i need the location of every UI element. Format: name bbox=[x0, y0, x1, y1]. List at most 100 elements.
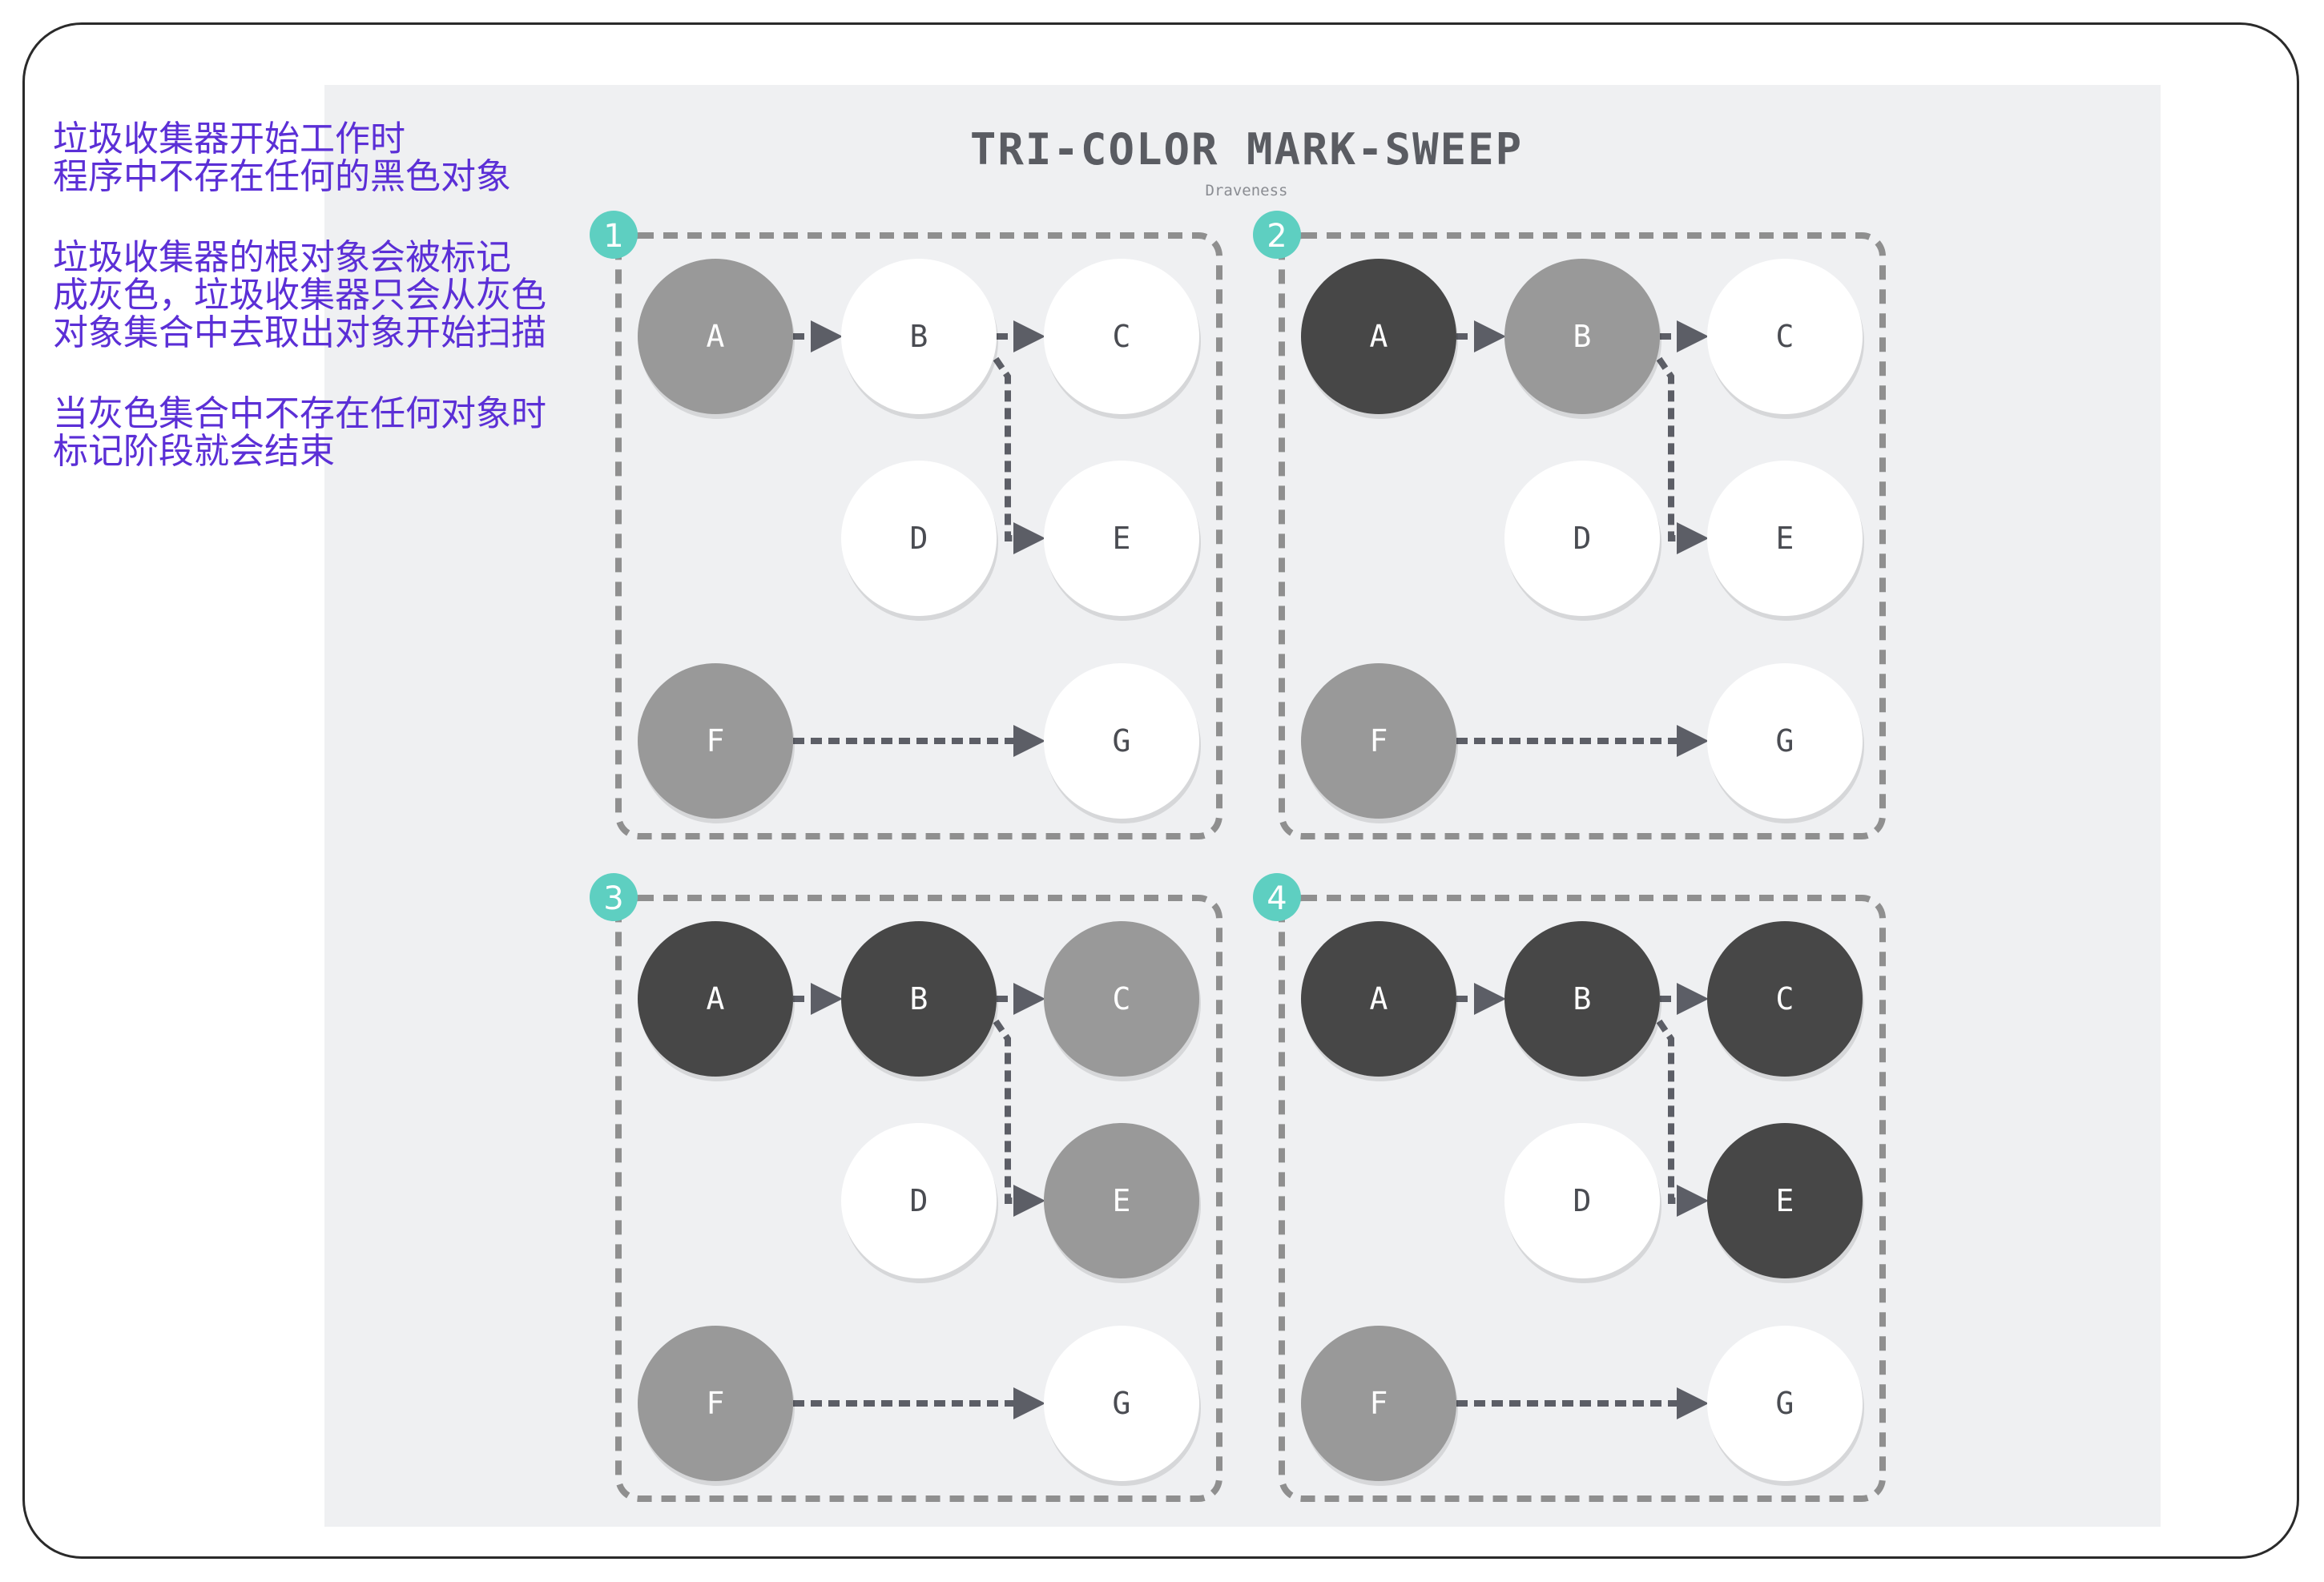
panel-border bbox=[1279, 895, 1886, 1502]
note-line: 程序中不存在任何的黑色对象 bbox=[53, 156, 511, 197]
explanation-notes: 垃圾收集器开始工作时 程序中不存在任何的黑色对象 垃圾收集器的根对象会被标记 成… bbox=[53, 120, 614, 513]
node-label: E bbox=[1113, 1183, 1131, 1218]
node-A: A bbox=[638, 259, 795, 419]
note-line: 对象集合中去取出对象开始扫描 bbox=[53, 312, 546, 353]
node-label: B bbox=[910, 319, 928, 354]
node-label: G bbox=[1113, 723, 1131, 759]
node-F: F bbox=[1301, 1326, 1458, 1486]
panel-1: A B C D E F G 1 bbox=[590, 211, 1222, 839]
node-circle-white bbox=[1504, 461, 1660, 616]
step-badge bbox=[590, 211, 638, 259]
node-circle-grey bbox=[1301, 1326, 1456, 1481]
node-E: E bbox=[1707, 461, 1864, 621]
node-circle-grey bbox=[1044, 1123, 1199, 1278]
node-circle-grey bbox=[638, 663, 793, 819]
node-E: E bbox=[1044, 1123, 1201, 1283]
note-paragraph-3: 当灰色集合中不存在任何对象时 标记阶段就会结束 bbox=[53, 395, 614, 470]
node-label: F bbox=[707, 723, 725, 759]
step-number: 2 bbox=[1267, 218, 1287, 255]
node-A: A bbox=[1301, 259, 1458, 419]
node-circle-black bbox=[1301, 921, 1456, 1077]
node-F: F bbox=[1301, 663, 1458, 823]
node-E: E bbox=[1707, 1123, 1864, 1283]
node-D: D bbox=[841, 461, 998, 621]
node-label: C bbox=[1113, 319, 1131, 354]
node-circle-white bbox=[1044, 663, 1199, 819]
node-label: B bbox=[1573, 319, 1592, 354]
note-line: 垃圾收集器开始工作时 bbox=[53, 119, 405, 159]
node-label: D bbox=[910, 1183, 928, 1218]
panel-border bbox=[1279, 232, 1886, 839]
note-line: 垃圾收集器的根对象会被标记 bbox=[53, 237, 511, 278]
node-F: F bbox=[638, 663, 795, 823]
node-D: D bbox=[1504, 1123, 1661, 1283]
node-D: D bbox=[1504, 461, 1661, 621]
step-badge bbox=[590, 873, 638, 921]
node-circle-white bbox=[841, 259, 997, 414]
diagram-title: TRI-COLOR MARK-SWEEP bbox=[970, 124, 1523, 175]
node-circle-white bbox=[1044, 461, 1199, 616]
node-circle-black bbox=[841, 921, 997, 1077]
node-B: B bbox=[1504, 259, 1661, 419]
node-circle-grey bbox=[1504, 259, 1660, 414]
panel-border bbox=[615, 232, 1222, 839]
node-C: C bbox=[1707, 259, 1864, 419]
node-B: B bbox=[841, 921, 998, 1081]
node-label: A bbox=[707, 319, 725, 354]
node-label: E bbox=[1113, 521, 1131, 556]
node-label: F bbox=[1370, 723, 1388, 759]
node-C: C bbox=[1044, 921, 1201, 1081]
node-label: B bbox=[910, 981, 928, 1016]
node-label: E bbox=[1776, 521, 1794, 556]
node-G: G bbox=[1707, 1326, 1864, 1486]
step-number: 3 bbox=[603, 880, 623, 917]
node-label: C bbox=[1113, 981, 1131, 1016]
note-line: 成灰色，垃圾收集器只会从灰色 bbox=[53, 275, 546, 316]
node-A: A bbox=[638, 921, 795, 1081]
node-G: G bbox=[1707, 663, 1864, 823]
node-circle-white bbox=[1504, 1123, 1660, 1278]
node-circle-white bbox=[1044, 1326, 1199, 1481]
node-label: F bbox=[707, 1386, 725, 1421]
node-circle-grey bbox=[1301, 663, 1456, 819]
node-circle-black bbox=[638, 921, 793, 1077]
node-circle-black bbox=[1707, 921, 1863, 1077]
note-paragraph-1: 垃圾收集器开始工作时 程序中不存在任何的黑色对象 bbox=[53, 120, 614, 195]
step-number: 1 bbox=[603, 218, 623, 255]
panel-3: A B C D E F G 3 bbox=[590, 873, 1222, 1502]
node-label: G bbox=[1113, 1386, 1131, 1421]
step-number: 4 bbox=[1267, 880, 1287, 917]
node-B: B bbox=[841, 259, 998, 419]
node-label: C bbox=[1776, 319, 1794, 354]
node-circle-white bbox=[1044, 259, 1199, 414]
node-circle-black bbox=[1707, 1123, 1863, 1278]
node-circle-grey bbox=[638, 1326, 793, 1481]
node-circle-grey bbox=[1044, 921, 1199, 1077]
node-circle-black bbox=[1504, 921, 1660, 1077]
node-circle-white bbox=[841, 461, 997, 616]
node-label: E bbox=[1776, 1183, 1794, 1218]
panel-2: A B C D E F G 2 bbox=[1253, 211, 1886, 839]
node-label: A bbox=[1370, 981, 1388, 1016]
node-B: B bbox=[1504, 921, 1661, 1081]
edge-B-E bbox=[1656, 356, 1709, 554]
node-label: G bbox=[1776, 723, 1794, 759]
note-line: 当灰色集合中不存在任何对象时 bbox=[53, 393, 546, 434]
step-badge bbox=[1253, 873, 1301, 921]
node-label: A bbox=[707, 981, 725, 1016]
node-label: D bbox=[910, 521, 928, 556]
node-label: F bbox=[1370, 1386, 1388, 1421]
node-A: A bbox=[1301, 921, 1458, 1081]
node-C: C bbox=[1044, 259, 1201, 419]
node-label: D bbox=[1573, 1183, 1592, 1218]
node-circle-white bbox=[841, 1123, 997, 1278]
node-D: D bbox=[841, 1123, 998, 1283]
node-F: F bbox=[638, 1326, 795, 1486]
edge-B-E bbox=[1656, 1019, 1709, 1217]
node-label: G bbox=[1776, 1386, 1794, 1421]
node-circle-white bbox=[1707, 259, 1863, 414]
node-circle-white bbox=[1707, 461, 1863, 616]
